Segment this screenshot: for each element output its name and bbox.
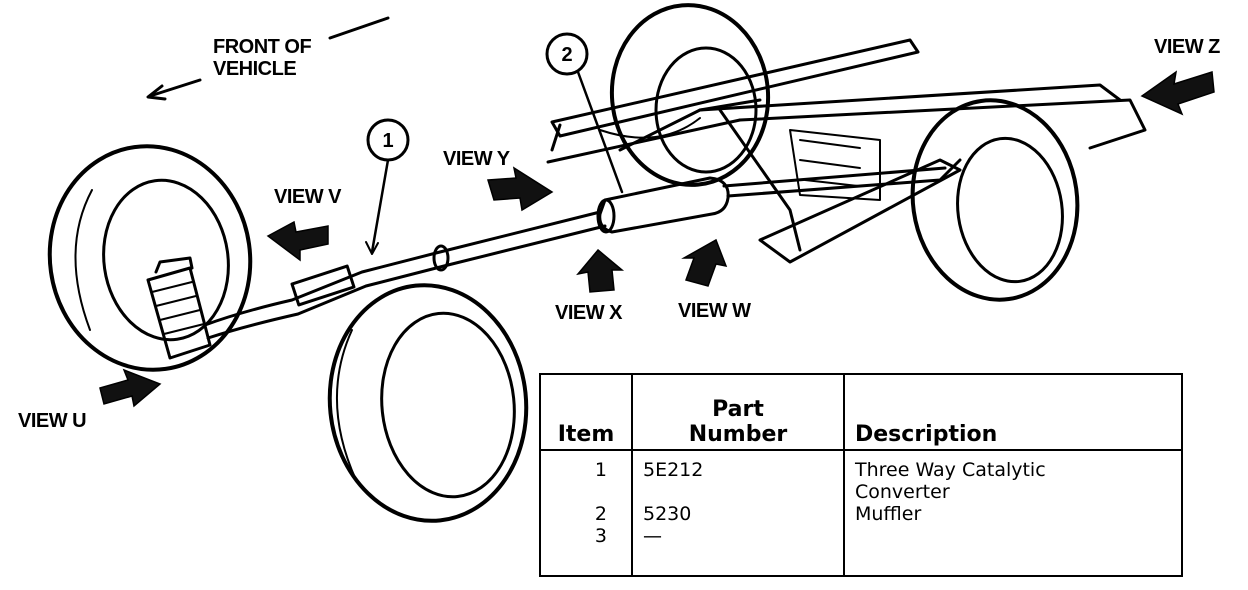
table-row: 3 — bbox=[540, 525, 1182, 576]
view-v-label: VIEW V bbox=[274, 186, 342, 208]
description-cell: Muffler bbox=[843, 503, 1182, 525]
view-x-arrow bbox=[576, 248, 625, 293]
rear-right-wheel bbox=[609, 3, 771, 187]
callout-2-number: 2 bbox=[561, 44, 572, 66]
view-z-label: VIEW Z bbox=[1154, 36, 1220, 58]
table-row: 2 5230 Muffler bbox=[540, 503, 1182, 525]
muffler bbox=[596, 176, 730, 234]
catalytic-converter bbox=[146, 256, 212, 360]
item-cell: 2 bbox=[594, 503, 607, 525]
rear-left-wheel bbox=[327, 283, 529, 523]
exhaust-pipe bbox=[203, 158, 962, 340]
part-number-cell: 5E212 bbox=[631, 450, 844, 503]
item-cell: 3 bbox=[594, 525, 607, 547]
front-of-vehicle-arrow bbox=[146, 16, 390, 101]
view-w-arrow bbox=[681, 238, 728, 287]
part-number-header: Part Number bbox=[631, 374, 844, 451]
description-cell bbox=[843, 525, 1182, 576]
view-u-label: VIEW U bbox=[18, 410, 87, 432]
item-cell: 1 bbox=[594, 459, 607, 481]
part-number-cell: — bbox=[631, 525, 844, 576]
callout-2 bbox=[545, 32, 624, 194]
front-left-wheel bbox=[47, 144, 253, 372]
view-w-label: VIEW W bbox=[678, 300, 751, 322]
item-header: Item bbox=[540, 374, 632, 451]
view-z-arrow bbox=[1140, 70, 1215, 116]
part-number-cell: 5230 bbox=[631, 503, 844, 525]
view-y-label: VIEW Y bbox=[443, 148, 510, 170]
description-cell: Three Way Catalytic Converter bbox=[843, 450, 1182, 503]
view-x-label: VIEW X bbox=[555, 302, 623, 324]
table-header-row: Item Part Number Description bbox=[540, 374, 1182, 451]
callout-1-number: 1 bbox=[382, 130, 393, 152]
front-right-wheel bbox=[910, 98, 1080, 302]
parts-table: Item Part Number Description 1 5E212 Thr… bbox=[539, 373, 1183, 577]
front-of-vehicle-label: FRONT OF VEHICLE bbox=[213, 36, 312, 80]
callout-1 bbox=[365, 118, 410, 255]
description-header: Description bbox=[843, 374, 1182, 451]
view-v-arrow bbox=[266, 220, 329, 262]
view-y-arrow bbox=[487, 166, 554, 212]
chassis-frame bbox=[546, 38, 1147, 264]
view-u-arrow bbox=[99, 368, 162, 408]
table-row: 1 5E212 Three Way Catalytic Converter bbox=[540, 450, 1182, 503]
